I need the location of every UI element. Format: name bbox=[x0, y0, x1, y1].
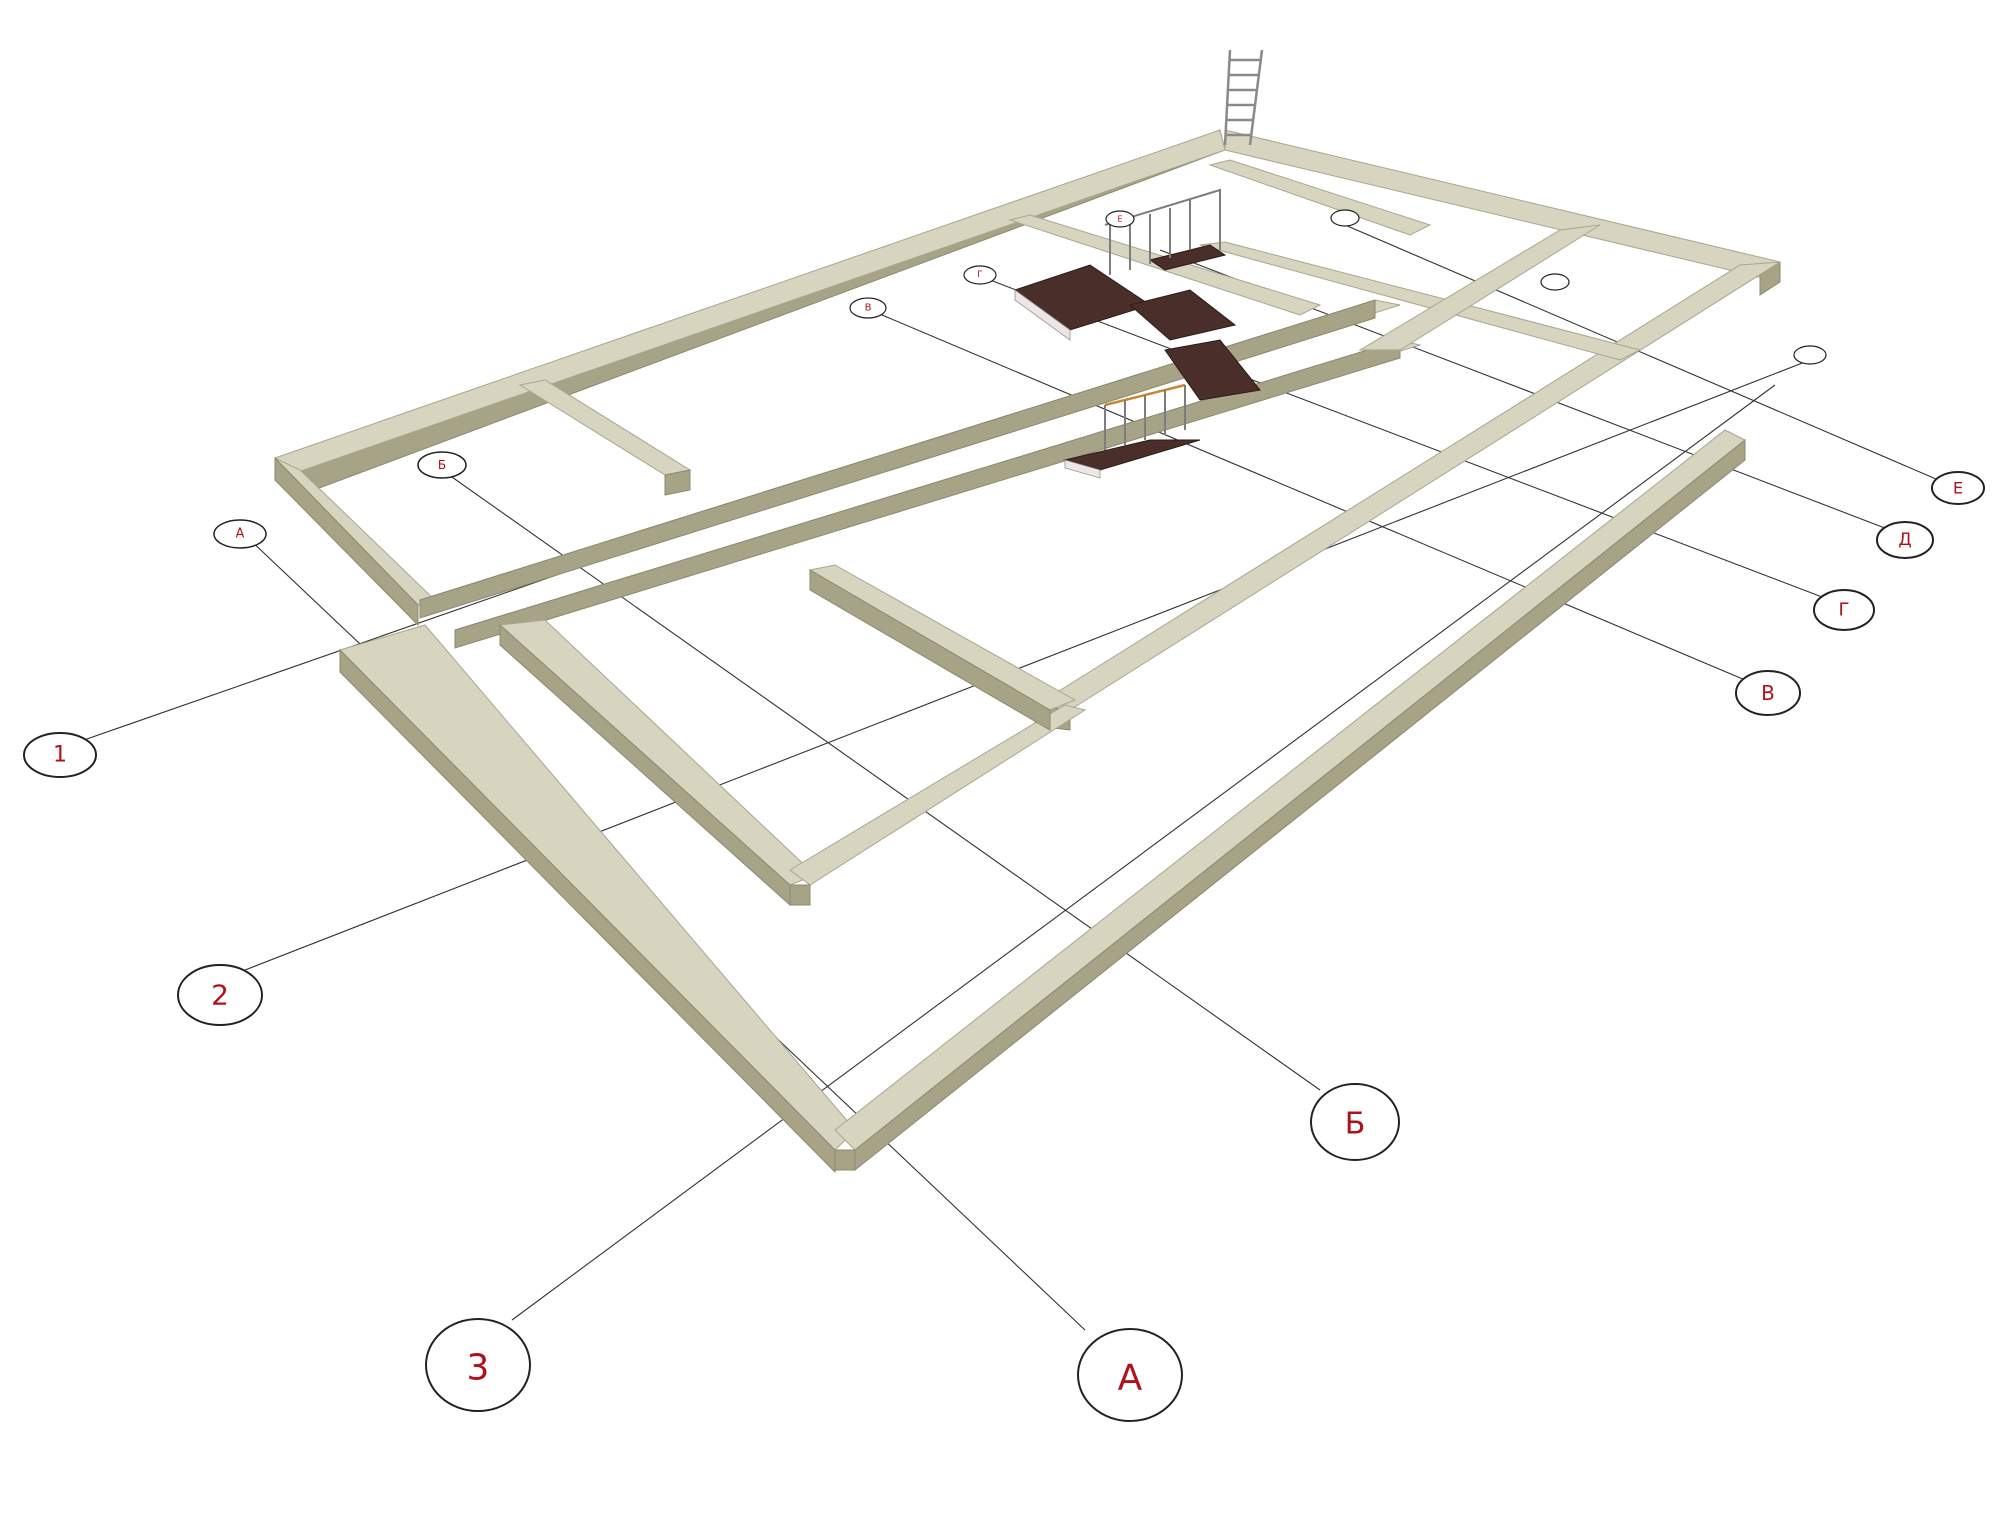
axis-bubble-G-near: Г bbox=[1813, 589, 1875, 631]
axis-label-V-near: В bbox=[1761, 681, 1775, 705]
axis-label-D-near: Д bbox=[1898, 530, 1911, 550]
stair-flight bbox=[1013, 188, 1261, 479]
axis-bubble-B-near: Б bbox=[1310, 1083, 1400, 1161]
grid-line-3 bbox=[511, 384, 1776, 1321]
axis-bubble-1: 1 bbox=[23, 732, 97, 778]
stair-tread-lower bbox=[1164, 339, 1261, 401]
axis-label-3: 3 bbox=[467, 1348, 490, 1389]
axis-bubble-E-near: Е bbox=[1931, 471, 1985, 505]
axis-bubble-3: 3 bbox=[425, 1318, 531, 1412]
axis-label-G-far: Г bbox=[977, 270, 983, 280]
axis-label-V-far: В bbox=[865, 303, 872, 314]
axis-bubble-E-far: Е bbox=[1105, 210, 1135, 228]
axis-bubble-V-far: В bbox=[849, 297, 887, 319]
axis-bubble-small-1 bbox=[1330, 209, 1360, 227]
axis-label-B-far: Б bbox=[438, 458, 446, 472]
axis-label-G-near: Г bbox=[1839, 600, 1850, 621]
axis-label-1: 1 bbox=[53, 743, 67, 768]
axis-label-E-far: Е bbox=[1117, 215, 1122, 224]
grid-lines bbox=[83, 224, 1951, 1331]
axis-label-E-near: Е bbox=[1953, 479, 1963, 498]
axis-bubble-V-near: В bbox=[1735, 670, 1801, 716]
axis-bubble-D-near: Д bbox=[1876, 521, 1934, 559]
grid-line-G bbox=[989, 279, 1831, 601]
axis-bubble-A-far: А bbox=[213, 519, 267, 549]
axis-bubble-2: 2 bbox=[177, 964, 263, 1026]
stair-tread-upper bbox=[1013, 264, 1152, 331]
axis-label-2: 2 bbox=[211, 979, 229, 1012]
grid-line-B bbox=[441, 469, 1321, 1091]
grid-line-V bbox=[874, 311, 1746, 681]
axis-bubble-small-2 bbox=[1540, 273, 1570, 291]
ladder bbox=[1223, 49, 1264, 146]
grid-line-2 bbox=[244, 359, 1811, 971]
stair-tread-mid bbox=[1128, 289, 1237, 341]
axis-label-B-near: Б bbox=[1345, 1107, 1366, 1142]
axis-bubble-B-far: Б bbox=[417, 451, 467, 479]
grid-line-E bbox=[1344, 224, 1951, 486]
foundation-strip bbox=[274, 129, 1781, 1174]
axis-label-A-far: А bbox=[236, 527, 245, 542]
axis-label-A-near: А bbox=[1118, 1358, 1143, 1399]
axis-bubble-G-far: Г bbox=[963, 265, 997, 285]
axis-bubble-small-3 bbox=[1793, 345, 1827, 365]
axis-bubble-A-near: А bbox=[1077, 1328, 1183, 1422]
